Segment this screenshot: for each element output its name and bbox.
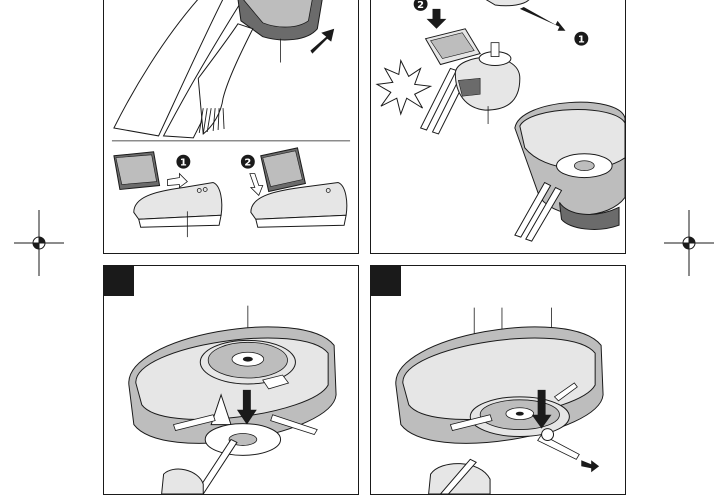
step-badge bbox=[104, 266, 134, 296]
registration-mark-right bbox=[664, 210, 714, 276]
figure-spool-lock bbox=[370, 265, 626, 495]
figure-charging: 1 2 bbox=[103, 0, 359, 254]
charger-left: 1 bbox=[113, 151, 223, 238]
step-marker: 2 bbox=[244, 158, 251, 169]
spool-lock-illustration bbox=[395, 307, 604, 494]
step-marker: 1 bbox=[578, 35, 585, 46]
spool-fit-illustration bbox=[128, 305, 337, 494]
registration-mark-left bbox=[14, 210, 64, 276]
step-marker: 1 bbox=[180, 158, 187, 169]
charger-right: 2 bbox=[240, 147, 348, 228]
battery-insert-illustration: 2 1 bbox=[375, 0, 625, 242]
step-badge bbox=[371, 266, 401, 296]
figure-battery-insert: 2 1 bbox=[370, 0, 626, 254]
figure-spool-fit bbox=[103, 265, 359, 495]
step-marker: 2 bbox=[417, 0, 424, 11]
charging-illustration: 1 2 bbox=[111, 0, 351, 238]
